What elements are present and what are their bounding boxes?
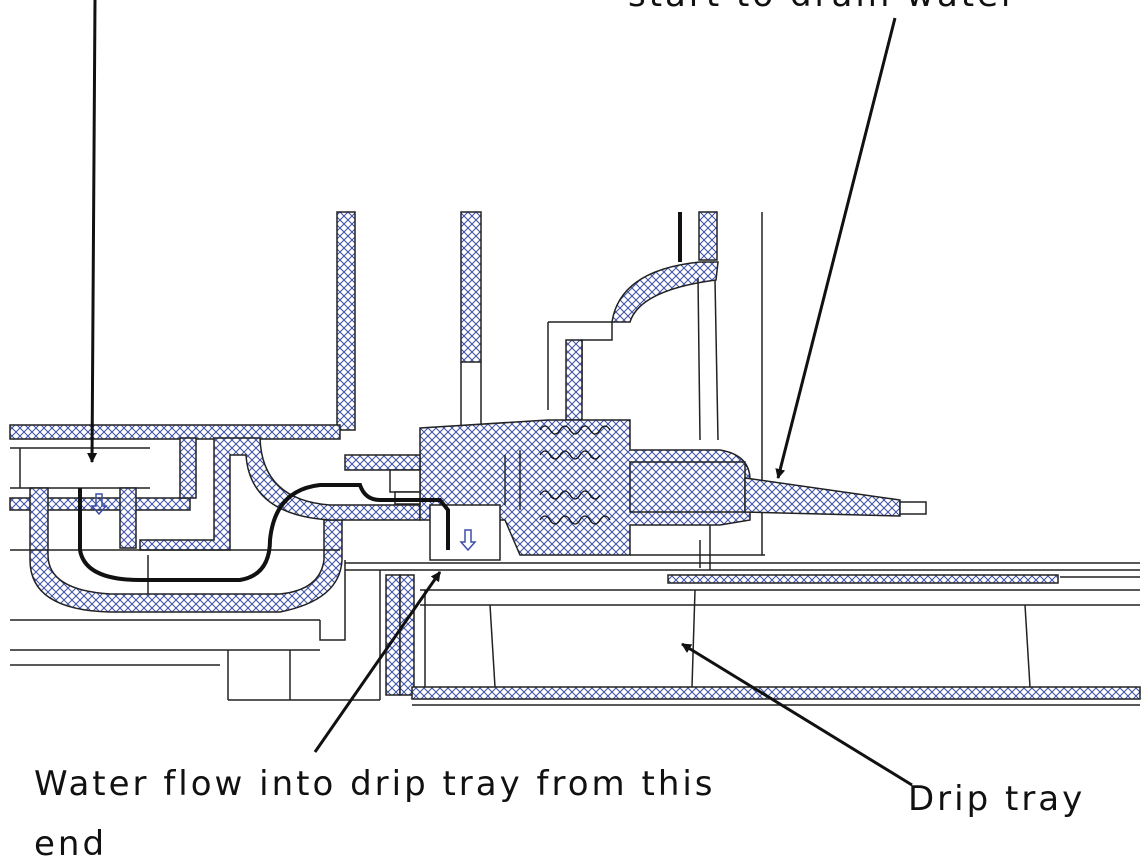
arrow-top-right [775, 17, 897, 479]
spring-coils [504, 425, 611, 525]
arrow-top-left [87, 0, 98, 463]
label-drip-tray: Drip tray [908, 779, 1086, 819]
valve-assembly [344, 419, 927, 570]
drip-tray [345, 562, 1141, 706]
flow-down-arrow-icon [90, 493, 477, 552]
cross-section-diagram [9, 0, 1141, 787]
upper-walls [336, 211, 763, 555]
leader-arrows [87, 0, 913, 787]
arrow-bottom-right [681, 642, 913, 787]
label-drain-water: start to drain water [628, 0, 1018, 16]
label-water-flow-end: end [34, 824, 108, 864]
water-flow-line [78, 483, 450, 582]
arrow-bottom-left [313, 571, 442, 753]
label-water-flow: Water flow into drip tray from this [34, 764, 716, 804]
